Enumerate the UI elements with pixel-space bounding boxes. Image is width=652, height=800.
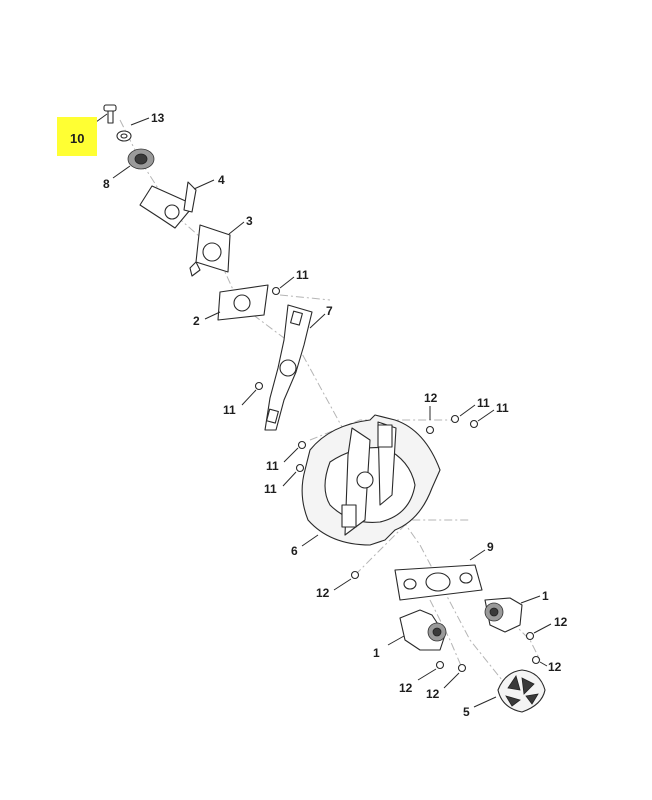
part-11-nut-left[interactable]: [254, 381, 264, 391]
callout-11-disc-b[interactable]: 11: [264, 482, 277, 496]
callout-10[interactable]: 10: [70, 131, 84, 146]
part-12-nut-lower-left-b[interactable]: [457, 663, 467, 673]
callout-5[interactable]: 5: [463, 705, 470, 719]
callout-12-right-a[interactable]: 12: [554, 615, 568, 629]
part-12-nut-lower-right-b[interactable]: [531, 655, 541, 665]
callout-4[interactable]: 4: [218, 173, 225, 187]
callout-12-lower-b[interactable]: 12: [426, 687, 440, 701]
callout-3[interactable]: 3: [246, 214, 253, 228]
callout-11-top[interactable]: 11: [296, 268, 309, 282]
part-12-nut-top[interactable]: [425, 425, 435, 435]
part-7-blade[interactable]: [264, 304, 313, 431]
part-3-plate[interactable]: [189, 224, 231, 277]
callout-2[interactable]: 2: [193, 314, 200, 328]
callout-1-right[interactable]: 1: [542, 589, 549, 603]
part-9-support-plate[interactable]: [394, 564, 483, 601]
callout-13[interactable]: 13: [151, 111, 165, 125]
callout-11-right-a[interactable]: 11: [477, 396, 490, 410]
callout-6[interactable]: 6: [291, 544, 298, 558]
part-6-disc[interactable]: [301, 414, 441, 546]
part-11-nut-right-b[interactable]: [469, 419, 479, 429]
part-1-bracket-right[interactable]: [484, 597, 523, 633]
part-11-nut-disc-b[interactable]: [295, 463, 305, 473]
callout-11-disc-a[interactable]: 11: [266, 459, 279, 473]
callout-12-right-b[interactable]: 12: [548, 660, 562, 674]
part-13-washer[interactable]: [116, 130, 132, 142]
callout-12-lower-a[interactable]: 12: [399, 681, 413, 695]
part-5-drive-hub[interactable]: [497, 669, 546, 713]
part-11-nut-disc-a[interactable]: [297, 440, 307, 450]
callout-leader-lines: [95, 113, 552, 708]
highlight-box-10: [57, 117, 97, 156]
part-4-bracket[interactable]: [139, 181, 197, 229]
part-11-nut-top[interactable]: [271, 286, 281, 296]
callout-11-right-b[interactable]: 11: [496, 401, 509, 415]
callout-1-left[interactable]: 1: [373, 646, 380, 660]
part-12-nut-left[interactable]: [350, 570, 360, 580]
part-2-adapter[interactable]: [217, 284, 269, 321]
part-1-bracket-left[interactable]: [399, 609, 447, 651]
callout-12-left[interactable]: 12: [316, 586, 330, 600]
callout-7[interactable]: 7: [326, 304, 333, 318]
callout-11-left[interactable]: 11: [223, 403, 236, 417]
callout-12-top[interactable]: 12: [424, 391, 438, 405]
part-8-bushing[interactable]: [127, 148, 155, 170]
callout-labels: 10 13 8 4 3 11 2 7 11 12 11 11 11 11 6 9…: [70, 111, 568, 719]
part-12-nut-lower-right-a[interactable]: [525, 631, 535, 641]
callout-9[interactable]: 9: [487, 540, 494, 554]
part-12-nut-lower-left-a[interactable]: [435, 660, 445, 670]
part-11-nut-right-a[interactable]: [450, 414, 460, 424]
part-10-bolt[interactable]: [103, 104, 117, 124]
callout-8[interactable]: 8: [103, 177, 110, 191]
